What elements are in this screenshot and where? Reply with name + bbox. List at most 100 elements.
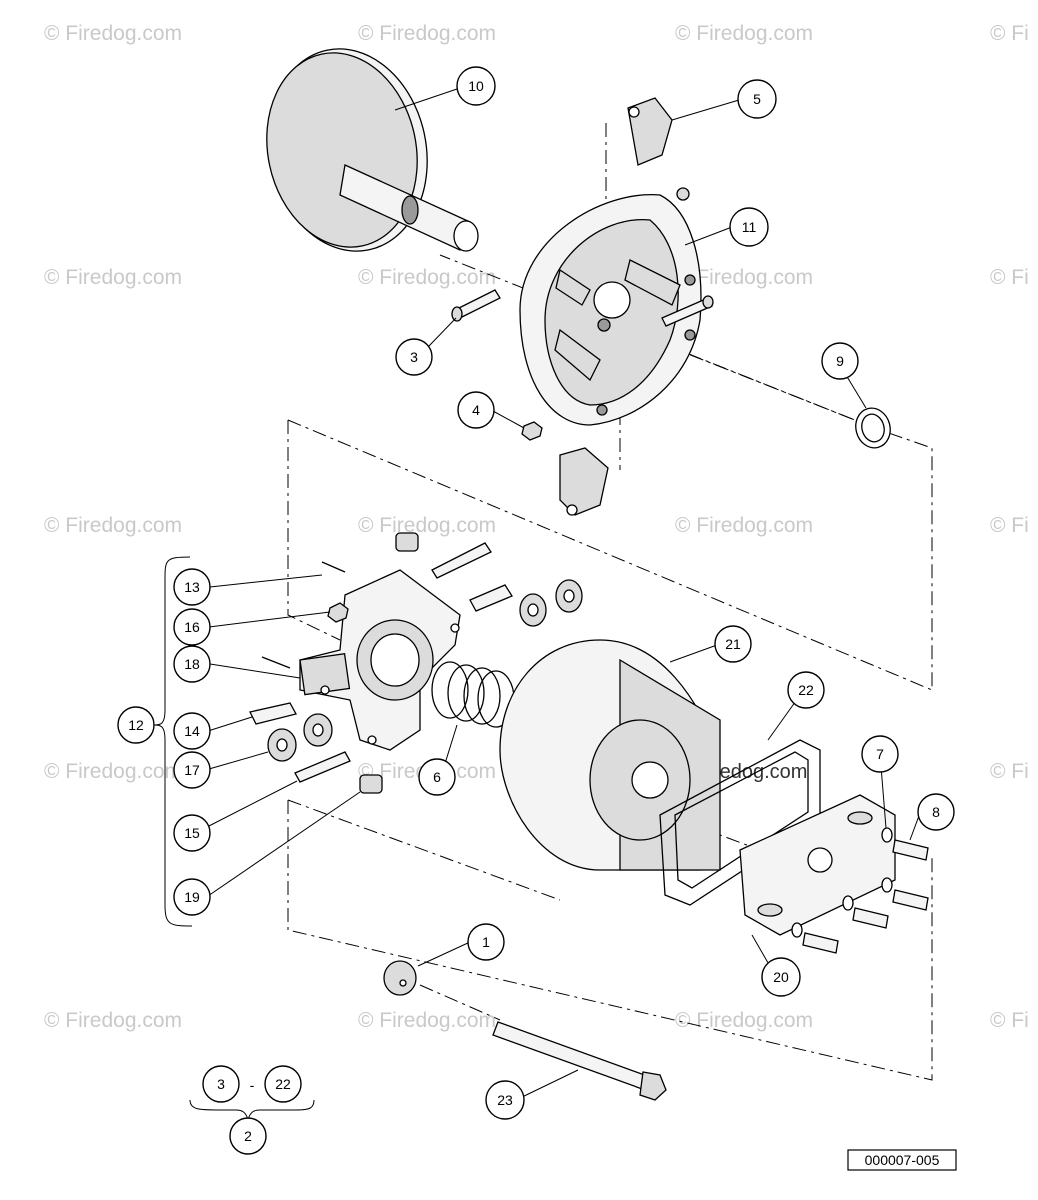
callout-6: 6 [418,758,456,796]
drawing-code: 000007-005 [865,1152,940,1168]
callout-23: 23 [485,1080,525,1120]
part-20-cover-plate [739,794,896,936]
part-12-spider-assembly [299,569,461,751]
svg-text:16: 16 [184,619,200,635]
svg-text:17: 17 [184,762,200,778]
svg-text:21: 21 [725,636,741,652]
svg-text:13: 13 [184,579,200,595]
callout-12: 12 [117,706,155,744]
watermark: © Firedog.com [358,266,496,289]
part-16-nut [327,602,349,623]
watermark: © Firedog.com [675,1009,813,1032]
svg-text:22: 22 [798,682,814,698]
callout-22: 22 [787,671,825,709]
callout-8: 8 [917,793,955,831]
callout-2: 2 [229,1117,267,1155]
part-21-cover [499,639,721,871]
part-4-nut-top [676,187,690,201]
svg-text:9: 9 [836,353,844,369]
watermark: © Firedog.com [675,514,813,537]
watermark: © Firedog.com [44,266,182,289]
part-5-shoe [627,97,673,166]
part-17-roller-top [519,579,583,627]
part-19-bushing-top [395,532,419,552]
leader-lines [204,88,921,1100]
part-7-washers [791,827,893,938]
svg-text:2: 2 [244,1128,252,1144]
watermark: © Firedog.com [358,22,496,45]
callout-20: 20 [761,957,801,997]
part-23-bolt [492,1021,667,1101]
callout-range-start-3: 3 [202,1065,240,1103]
callout-13: 13 [173,568,211,606]
callout-19: 19 [173,878,211,916]
assembly-lines [287,123,933,1081]
callout-3: 3 [395,338,433,376]
part-15-bolt [294,751,351,783]
part-14-pin [249,702,297,725]
callout-15: 15 [173,814,211,852]
watermark: © Firedog.com [44,760,182,783]
svg-text:12: 12 [128,717,144,733]
svg-text:19: 19 [184,889,200,905]
callout-14: 14 [173,712,211,750]
part-11-moveable-sheave [519,194,702,426]
watermark-partial: © Fi [990,760,1029,783]
svg-text:15: 15 [184,825,200,841]
svg-text:3: 3 [217,1076,225,1092]
svg-text:-: - [250,1077,255,1093]
watermark: © Firedog.com [358,514,496,537]
part-1-spacer [383,960,417,996]
watermark: © Firedog.com [358,1009,496,1032]
part-15-bolt-top [431,542,492,579]
part-3-bolt-lower [661,295,714,327]
callout-4: 4 [457,391,495,429]
range-dash: - [250,1077,255,1093]
watermark-partial: © Fi [990,266,1029,289]
callout-17: 17 [173,751,211,789]
svg-text:4: 4 [472,402,480,418]
callout-10: 10 [456,66,496,106]
svg-text:6: 6 [433,769,441,785]
callout-21: 21 [714,625,752,663]
svg-text:18: 18 [184,656,200,672]
part-10-stationary-sheave [266,48,479,252]
drawing-code-box: 000007-005 [847,1149,957,1171]
part-18-pin [261,656,291,669]
svg-text:23: 23 [497,1092,513,1108]
part-3-bolt [451,289,501,322]
watermark: © Firedog.com [44,22,182,45]
callout-1: 1 [467,923,505,961]
svg-text:5: 5 [753,91,761,107]
callout-9: 9 [821,342,859,380]
callout-5: 5 [737,79,777,119]
callout-range-end-22: 22 [264,1065,302,1103]
part-9-ring [855,407,891,449]
callout-7: 7 [861,735,899,773]
svg-text:8: 8 [932,804,940,820]
watermark-partial: © Fi [990,22,1029,45]
watermark: © Firedog.com [675,266,813,289]
watermark-partial: © Fi [990,514,1029,537]
watermark-partial: © Fi [990,1009,1029,1032]
watermark: © Firedog.com [44,1009,182,1032]
part-5-shoe-lower [559,447,609,516]
callout-11: 11 [729,207,769,247]
watermark: © Firedog.com [675,22,813,45]
group-2-brace [189,1099,315,1121]
part-17-roller [267,713,333,762]
watermark: © Firedog.com [44,514,182,537]
part-19-bushing [359,774,383,794]
part-14-pin-top [469,584,513,612]
callout-16: 16 [173,608,211,646]
svg-text:20: 20 [773,969,789,985]
part-8-bolts [802,839,929,954]
part-4-nut [521,421,543,441]
svg-text:7: 7 [876,746,884,762]
part-6-spring [431,661,515,728]
svg-text:10: 10 [468,78,484,94]
svg-text:3: 3 [410,349,418,365]
svg-text:11: 11 [742,219,757,235]
svg-text:14: 14 [184,723,200,739]
